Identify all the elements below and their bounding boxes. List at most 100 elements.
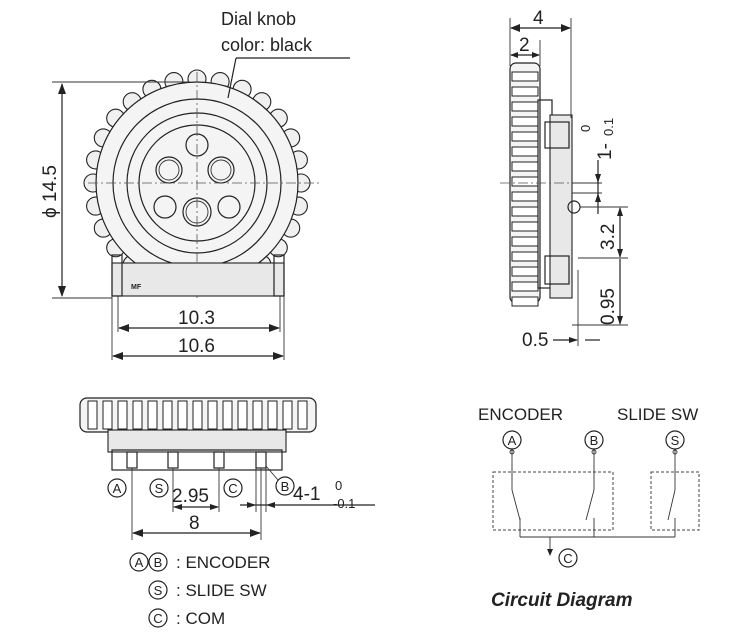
d295-arrow-l [173,504,182,510]
bottom-knurl-tooth [192,400,203,430]
switch-b [585,489,595,521]
hole-left-inner [158,159,180,181]
side-knurl-tooth [511,131,539,142]
dim4-arrow-r [561,24,571,32]
svg-text:B: B [590,433,599,448]
bottom-knurl-tooth [87,400,98,430]
svg-text:: ENCODER: : ENCODER [176,553,270,572]
dia-arrow-bot [58,286,66,297]
side-body [549,114,573,299]
w103-arrow-l [118,324,129,332]
front-base [111,262,285,297]
bottom-base [107,429,287,453]
side-knurl-tooth [511,116,539,127]
side-lug-top [544,121,570,149]
legend: A B : ENCODER S : SLIDE SW C : COM [129,552,270,628]
bottom-view: A S C B 2.95 8 4 [79,397,375,540]
bottom-knurl-tooth [297,400,308,430]
w106-label: 10.6 [178,336,215,357]
side-lug-bot [544,255,570,285]
side-knurl-tooth [511,71,539,82]
base-mark: MF [131,284,142,291]
pin-marker-c: C [223,478,243,498]
svg-text:S: S [155,481,164,496]
dim4-arrow-l [510,24,520,32]
hole-bl [153,195,177,219]
dim2-label: 2 [519,35,530,56]
d05-label: 0.5 [522,330,548,351]
svg-text:: SLIDE SW: : SLIDE SW [176,581,267,600]
tol1-label: 1- [595,143,616,160]
side-knurl-tooth [511,176,539,187]
bottom-knurl-tooth [147,400,158,430]
d295-label: 2.95 [172,486,209,507]
svg-text:S: S [154,583,163,598]
tol1-arrow [595,174,601,183]
d32-label: 3.2 [598,224,619,250]
svg-text:B: B [281,479,290,494]
hole-right-inner [210,159,232,181]
encoder-box [492,471,614,531]
tol1-lo: 0.1 [601,118,616,136]
d32-arrow-bot [617,249,623,258]
bottom-knurl-tooth [162,400,173,430]
dia-label: ϕ 14.5 [40,165,61,218]
circuit-encoder-label: ENCODER [478,405,563,424]
callout-leader [227,57,237,99]
w103-arrow-r [269,324,280,332]
switch-s [667,489,676,521]
legend-row-com: C : COM [148,608,225,628]
svg-text:C: C [153,611,162,626]
side-knurl-tooth [511,86,539,97]
d05-arrow [569,337,578,343]
side-knurl-tooth [511,221,539,232]
side-knurl-tooth [511,146,539,157]
circuit-term-b: B [584,430,604,450]
circuit-slide-label: SLIDE SW [617,405,698,424]
bottom-knurl-tooth [117,400,128,430]
dia-arrow-top [58,83,66,94]
pin-c [213,451,225,469]
tol1-up: 0 [578,125,593,132]
dial-knob-label: Dial knob [221,9,296,29]
side-knurl-tooth [511,236,539,247]
legend-row-encoder: A B : ENCODER [129,552,270,572]
circuit-term-s: S [665,430,685,450]
svg-text:B: B [154,555,163,570]
legend-row-slide: S : SLIDE SW [148,580,267,600]
w106-arrow-r [273,352,284,360]
bottom-knurl-tooth [102,400,113,430]
d8-label: 8 [189,513,200,534]
side-knurl-tooth [511,191,539,202]
front-base-tab-r [273,254,285,297]
svg-text:A: A [508,433,517,448]
bottom-knurl-tooth [132,400,143,430]
circuit-title: Circuit Diagram [491,590,633,611]
pin-b [255,451,267,469]
pins-arrow-l [247,502,256,508]
pins-lo: -0.1 [333,496,355,511]
pins-up: 0 [335,478,342,493]
com-arrow [547,549,553,556]
pin-marker-s: S [149,478,169,498]
side-knurl-tooth [511,161,539,172]
dim2-arrow-r [532,52,540,58]
d095-label: 0.95 [598,288,619,325]
front-view: MF Dial knob color: black ϕ 14.5 10.3 10… [40,9,350,360]
d8-arrow-l [132,529,143,537]
front-base-tab-l [111,254,123,297]
bottom-knurl-tooth [237,400,248,430]
pin-leader-b [265,465,279,481]
svg-text:C: C [563,551,572,566]
d32-arrow-top [617,207,623,216]
bottom-knurl-tooth [267,400,278,430]
dial-color-label: color: black [221,35,313,55]
pins-arrow-r [266,502,275,508]
bottom-knurl-tooth [282,400,293,430]
svg-text:A: A [113,481,122,496]
circuit-term-a: A [502,430,522,450]
pin-a [126,451,138,469]
d8-arrow-r [250,529,261,537]
circuit-term-c: C [558,548,578,568]
